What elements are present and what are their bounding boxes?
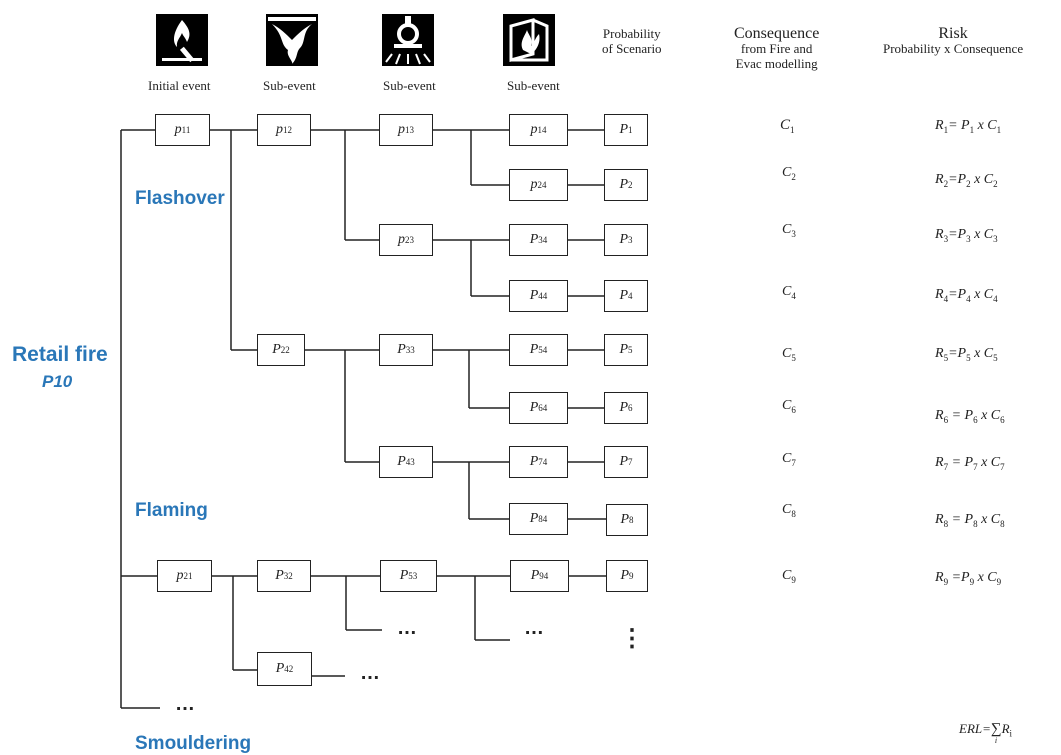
consequence-header-line2: Evac modelling xyxy=(735,56,818,71)
risk-header: Risk Probability x Consequence xyxy=(883,25,1024,57)
ellipsis-smouldering: … xyxy=(175,693,197,715)
consequence-c4: C4 xyxy=(782,284,796,301)
consequence-c8: C8 xyxy=(782,502,796,519)
sub-event-label-2: Sub-event xyxy=(383,78,436,93)
risk-r3: R3=P3 x C3 xyxy=(935,227,998,244)
risk-r5: R5=P5 x C5 xyxy=(935,346,998,363)
consequence-c3: C3 xyxy=(782,222,796,239)
initial-event-label: Initial event xyxy=(148,78,211,93)
consequence-c1: C1 xyxy=(780,117,795,135)
flaming-label: Flaming xyxy=(135,500,208,521)
smoke-plume-icon xyxy=(266,14,318,66)
risk-r9: R9 =P9 x C9 xyxy=(935,570,1002,587)
vertical-ellipsis: ⋮ xyxy=(620,625,646,652)
risk-r4: R4=P4 x C4 xyxy=(935,287,998,304)
ellipsis-p42-branch: … xyxy=(360,662,382,684)
ellipsis-p94-branch: … xyxy=(524,617,546,639)
risk-r2: R2=P2 x C2 xyxy=(935,172,998,189)
risk-r1: R1= P1 x C1 xyxy=(935,118,1002,135)
sub-event-label-1: Sub-event xyxy=(263,78,316,93)
p10-text: P10 xyxy=(42,372,73,391)
p10-label: P10 xyxy=(42,372,72,392)
probability-header: Probability of Scenario xyxy=(602,26,662,56)
consequence-c2: C2 xyxy=(782,165,796,182)
match-flame-icon xyxy=(156,14,208,66)
erl-lhs: ERL= xyxy=(959,721,991,736)
probability-header-line2: of Scenario xyxy=(602,41,662,56)
risk-r8: R8 = P8 x C8 xyxy=(935,512,1005,529)
consequence-header-line1: from Fire and xyxy=(740,41,813,56)
risk-header-line1: Probability x Consequence xyxy=(883,41,1024,56)
erl-sum-index: i xyxy=(994,736,998,745)
consequence-c6: C6 xyxy=(782,398,796,415)
risk-r7: R7 = P7 x C7 xyxy=(935,455,1005,472)
consequence-c7: C7 xyxy=(782,451,796,468)
retail-fire-label: Retail fire xyxy=(12,343,108,366)
flashover-label: Flashover xyxy=(135,188,225,209)
smouldering-label: Smouldering xyxy=(135,733,252,754)
risk-r6: R6 = P6 x C6 xyxy=(935,408,1005,425)
sub-event-label-3: Sub-event xyxy=(507,78,560,93)
consequence-title: Consequence xyxy=(734,25,820,42)
sprinkler-icon xyxy=(382,14,434,66)
ellipsis-p53-branch: … xyxy=(397,617,419,639)
consequence-c5: C5 xyxy=(782,346,796,363)
risk-title: Risk xyxy=(938,25,968,42)
consequence-c9: C9 xyxy=(782,568,796,585)
consequence-header: Consequence from Fire and Evac modelling xyxy=(734,25,820,72)
fire-door-icon xyxy=(503,14,555,66)
probability-header-line1: Probability xyxy=(602,26,661,41)
erl-sum-symbol: ∑ xyxy=(990,721,1002,737)
